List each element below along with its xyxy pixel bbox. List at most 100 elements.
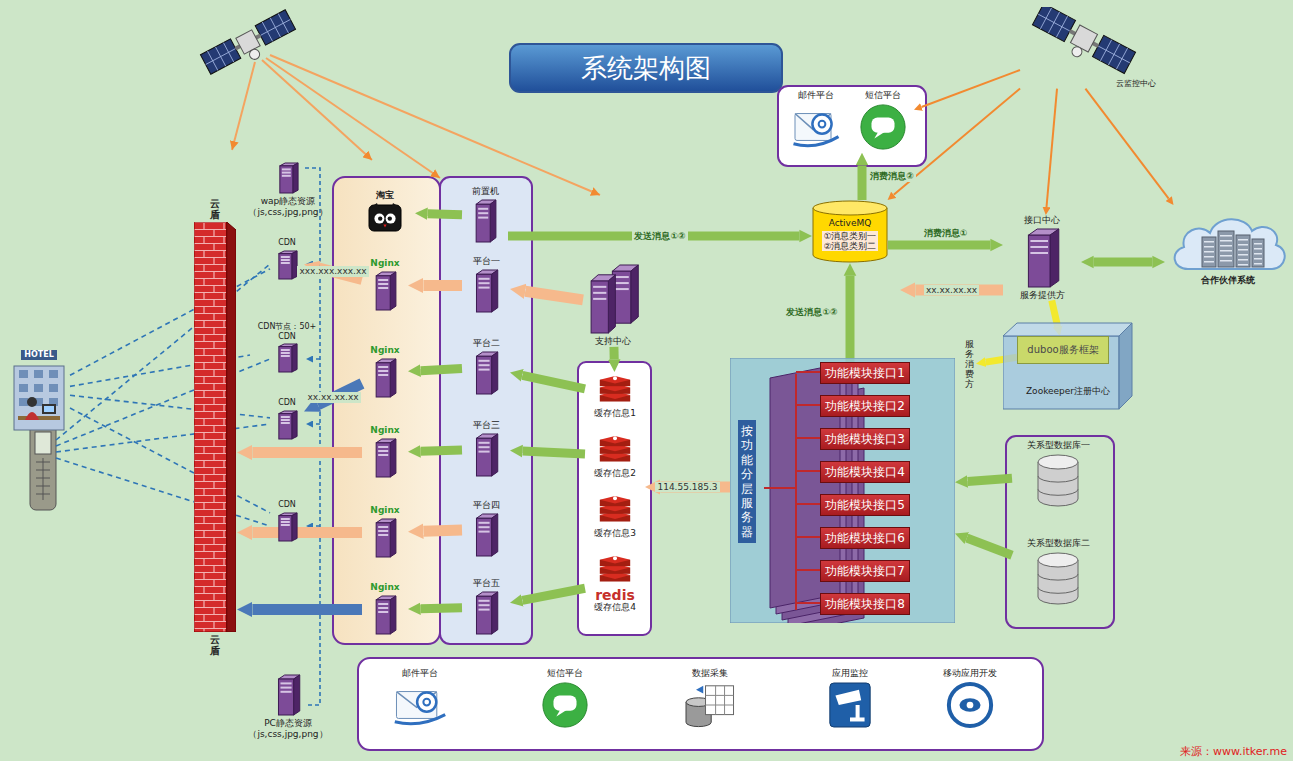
rect-part bbox=[282, 168, 291, 170]
node-text: 缓存信息1 bbox=[594, 408, 636, 419]
node-text: 功能模块接口4 bbox=[825, 465, 905, 479]
icon-holder bbox=[194, 222, 236, 632]
edge-label: 发送消息①② bbox=[632, 231, 687, 242]
node-text: wap静态资源 （js,css,jpg,png） bbox=[238, 196, 338, 218]
node-text: CDN bbox=[278, 238, 296, 248]
rect-part bbox=[706, 686, 734, 715]
node-text: Nginx bbox=[370, 258, 399, 269]
path-part bbox=[796, 470, 820, 472]
polygon-part bbox=[390, 359, 396, 397]
path-part bbox=[56, 264, 270, 440]
server-icon bbox=[372, 358, 398, 398]
circle-part bbox=[613, 436, 617, 440]
polygon-part bbox=[600, 436, 630, 444]
rect-part bbox=[476, 204, 490, 242]
rect-part bbox=[476, 274, 491, 312]
rect-part bbox=[1204, 251, 1214, 253]
registry-box: Zookeeper注册中心duboo服务框架 bbox=[1003, 322, 1133, 410]
path-part bbox=[36, 458, 50, 500]
connector bbox=[70, 395, 270, 418]
path-part bbox=[796, 602, 820, 604]
path-part bbox=[794, 136, 839, 145]
server-icon bbox=[276, 162, 300, 194]
polygon-part bbox=[292, 251, 297, 279]
rect-part bbox=[369, 205, 401, 231]
path-part bbox=[306, 423, 320, 425]
connector bbox=[968, 478, 1012, 481]
path-part bbox=[25, 412, 39, 420]
rect-part bbox=[279, 347, 292, 372]
node-text: CDN bbox=[278, 332, 296, 342]
connector bbox=[888, 241, 990, 250]
platform-panel bbox=[440, 177, 532, 644]
node-text: 按功能分层服务器 bbox=[738, 420, 756, 543]
path-part bbox=[1032, 7, 1135, 74]
rect-part bbox=[1030, 240, 1048, 242]
icon-holder bbox=[586, 264, 641, 334]
server-icon bbox=[472, 591, 500, 635]
server-icon bbox=[472, 269, 500, 313]
rect-part bbox=[1030, 246, 1048, 248]
icon-holder bbox=[791, 103, 841, 151]
circle-part bbox=[374, 213, 384, 223]
connector bbox=[522, 375, 585, 389]
path-part bbox=[306, 358, 320, 360]
rect-part bbox=[376, 600, 390, 634]
rect-part bbox=[478, 360, 489, 362]
node-text: PC静态资源 （js,css,jpg,png） bbox=[238, 718, 338, 740]
polygon-part bbox=[292, 411, 297, 439]
monitor-node: 应用监控 bbox=[805, 668, 895, 731]
server-icon bbox=[275, 343, 299, 373]
node-text: 功能模块接口1 bbox=[825, 366, 905, 380]
cache-node: 缓存信息3 bbox=[585, 492, 645, 539]
icon-holder bbox=[595, 494, 635, 526]
rect-part bbox=[1238, 239, 1248, 241]
node-text: 支持中心 bbox=[595, 336, 631, 347]
server-node: wap静态资源 （js,css,jpg,png） bbox=[238, 160, 338, 218]
rect-part bbox=[378, 611, 388, 613]
polygon-part bbox=[492, 270, 498, 312]
rect-part bbox=[1030, 252, 1048, 254]
rect-part bbox=[1252, 239, 1264, 267]
icon-holder bbox=[1033, 551, 1083, 606]
path-part bbox=[305, 168, 320, 705]
rect-part bbox=[1236, 235, 1250, 267]
rect-part bbox=[279, 413, 292, 438]
rect-part bbox=[279, 515, 292, 540]
rect-part bbox=[281, 524, 290, 526]
path-part bbox=[796, 536, 820, 538]
server-node: 前置机 bbox=[462, 186, 508, 245]
rect-part bbox=[591, 281, 608, 333]
db-icon bbox=[1033, 453, 1083, 508]
rect-part bbox=[44, 406, 54, 412]
node-text: Nginx bbox=[370, 425, 399, 436]
polygon-part bbox=[490, 200, 496, 242]
monitor-lines bbox=[232, 55, 600, 195]
rect-part bbox=[478, 208, 488, 210]
rect-part bbox=[281, 256, 290, 258]
icon-holder bbox=[372, 358, 398, 398]
rect-part bbox=[478, 522, 489, 524]
sms-icon bbox=[858, 103, 908, 151]
server-node: 平台五 bbox=[462, 578, 510, 637]
rect-part bbox=[281, 419, 290, 421]
rect-part bbox=[1254, 243, 1262, 245]
framework-box: duboo服务框架 bbox=[1017, 336, 1109, 364]
rect-part bbox=[1204, 241, 1214, 243]
rect-part bbox=[1220, 240, 1232, 242]
rect-part bbox=[378, 534, 388, 536]
polygon-part bbox=[294, 675, 300, 715]
rect-part bbox=[378, 454, 388, 456]
sms-icon bbox=[537, 681, 593, 729]
rect-part bbox=[614, 288, 628, 290]
icon-holder bbox=[472, 199, 498, 243]
rect-part bbox=[478, 364, 489, 366]
polygon-part bbox=[600, 556, 630, 564]
rect-part bbox=[1254, 253, 1262, 255]
rect-part bbox=[478, 446, 489, 448]
path-part bbox=[232, 62, 255, 150]
polygon-part bbox=[696, 686, 703, 694]
circle-part bbox=[861, 105, 905, 149]
server-node: CDN bbox=[270, 398, 304, 442]
